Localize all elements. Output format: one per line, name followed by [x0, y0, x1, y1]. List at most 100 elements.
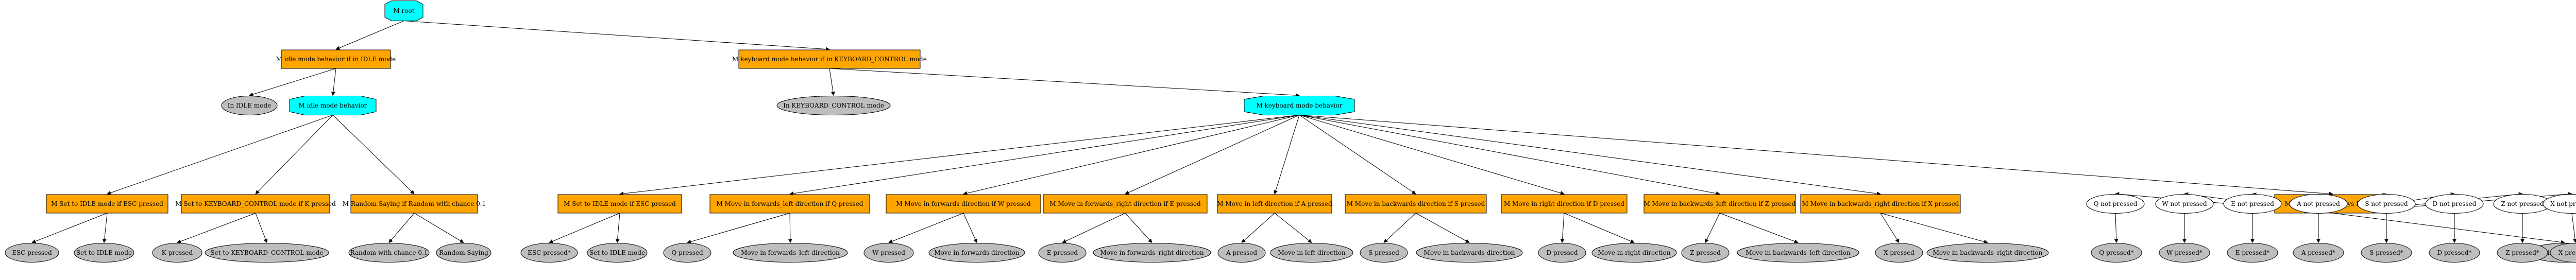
node-label: A pressed* [2301, 249, 2335, 256]
node-label: Move in backwards direction [1424, 249, 1515, 256]
node-shape [2289, 194, 2348, 214]
node-w-not: W not pressed [2155, 194, 2214, 214]
node-shape [436, 243, 492, 262]
node-shape [1093, 243, 1211, 262]
node-root: M root [384, 0, 423, 21]
edge-kb_x-to-mv_br [1880, 213, 1988, 244]
node-label: Set to IDLE mode [76, 249, 132, 256]
node-label: Random with chance 0.1 [350, 249, 428, 256]
node-shape [2293, 243, 2344, 262]
node-esc-star: ESC pressed* [520, 243, 578, 262]
node-label: E pressed [1047, 249, 1078, 256]
node-kb-s: M Move in backwards direction if S press… [1345, 194, 1487, 214]
node-label: X not pressed [2550, 200, 2576, 207]
node-shape [1038, 243, 1087, 262]
node-shape [1875, 243, 1923, 262]
node-label: Set to KEYBOARD_CONTROL mode [210, 249, 323, 256]
node-label: W pressed* [2166, 249, 2202, 256]
node-label: M Move in backwards_right direction if X… [1802, 200, 1959, 207]
edge-kb_s-to-mv_b [1415, 213, 1470, 243]
node-label: M idle mode behavior if in IDLE mode [276, 56, 396, 63]
node-a-not: A not pressed [2289, 194, 2348, 214]
node-shape [2361, 243, 2412, 262]
node-idle-seq: M idle mode behavior if in IDLE mode [276, 49, 396, 69]
edge-kb_e-to-e_pressed [1062, 213, 1126, 243]
node-label: Q pressed* [2099, 249, 2133, 256]
node-shape [520, 243, 578, 262]
node-mv-bl: Move in backwards_left direction [1737, 243, 1859, 262]
node-shape [1345, 194, 1487, 214]
node-label: X pressed [1884, 249, 1914, 256]
node-label: Q pressed [671, 249, 703, 256]
node-label: M root [393, 7, 414, 14]
node-label: M Move in backwards direction if S press… [1347, 200, 1485, 207]
node-shape [384, 0, 423, 21]
edge-kb_x-to-x_pressed [1880, 213, 1900, 243]
node-shape [205, 243, 329, 262]
node-label: Move in right direction [1598, 249, 1671, 256]
node-label: Z pressed [1690, 249, 1721, 256]
edge-idle_sel-to-idle_esc [107, 115, 333, 195]
node-mv-r: Move in right direction [1591, 243, 1677, 262]
edge-kb_sel-to-kb_esc [619, 115, 1300, 196]
node-label: Z pressed* [2505, 249, 2539, 256]
edge-kb_q-to-q_pressed [687, 213, 790, 244]
node-s-star: S pressed* [2361, 243, 2412, 262]
edge-kb_d-to-mv_r [1564, 213, 1635, 243]
edge-kb_sel-to-kb_x [1299, 115, 1881, 196]
edge-kb_s-to-s_pressed [1383, 213, 1416, 243]
node-label: M Move in forwards_left direction if Q p… [717, 200, 863, 207]
node-label: M Move in right direction if D pressed [1504, 200, 1624, 207]
node-shape [46, 194, 168, 214]
node-q-star: Q pressed* [2091, 243, 2142, 262]
node-label: M Move in backwards_left direction if Z … [1644, 200, 1796, 207]
node-shape [2425, 194, 2484, 214]
node-shape [1681, 243, 1730, 262]
node-x-pressed: X pressed [1875, 243, 1923, 262]
node-label: M keyboard mode behavior [1257, 102, 1343, 109]
node-kb-x: M Move in backwards_right direction if X… [1800, 194, 1961, 214]
node-shape [2223, 194, 2282, 214]
node-e-pressed: E pressed [1038, 243, 1087, 262]
edge-kb_seq-to-kb_sel [829, 68, 1300, 98]
node-label: D pressed [1546, 249, 1578, 256]
node-label: ESC pressed [12, 249, 52, 256]
edge-idle_rand-to-rand_saying [414, 213, 464, 243]
node-label: Z not pressed [2501, 200, 2544, 207]
node-s-not: S not pressed [2357, 194, 2416, 214]
node-k-pressed: K pressed [152, 243, 202, 262]
node-label: D pressed* [2437, 249, 2471, 256]
node-mv-b: Move in backwards direction [1416, 243, 1523, 262]
node-kb-a: M Move in left direction if A pressed [1217, 194, 1332, 214]
node-w-star: W pressed* [2159, 243, 2210, 262]
node-shape [663, 243, 711, 262]
edge-kb_seq-to-in_kb [829, 68, 835, 96]
node-shape [1217, 243, 1266, 262]
edge-kb_a-to-a_pressed [1241, 213, 1275, 243]
node-label: Move in backwards_left direction [1745, 249, 1850, 256]
node-kb-w: M Move in forwards direction if W presse… [886, 194, 1041, 214]
node-label: W not pressed [2162, 200, 2207, 207]
edge-kb_e-to-mv_fr [1125, 213, 1153, 243]
node-mv-fr: Move in forwards_right direction [1093, 243, 1211, 262]
node-set-idle-a: Set to IDLE mode [74, 243, 134, 262]
node-shape [5, 243, 59, 262]
node-shape [1270, 243, 1353, 262]
node-shape [738, 49, 921, 69]
node-idle-sel: M idle mode behavior [289, 96, 377, 115]
node-mv-br: Move in backwards_right direction [1926, 243, 2049, 262]
node-shape [1043, 194, 1208, 214]
node-kb-seq: M keyboard mode behavior if in KEYBOARD_… [732, 49, 927, 69]
node-mv-l: Move in left direction [1270, 243, 1353, 262]
node-kb-q: M Move in forwards_left direction if Q p… [709, 194, 870, 214]
edge-kb_sel-to-kb_q [789, 115, 1300, 196]
node-z-star: Z pressed* [2497, 243, 2548, 262]
node-esc-pressed: ESC pressed [5, 243, 59, 262]
node-shape [2155, 194, 2214, 214]
node-shape [1926, 243, 2049, 262]
edge-kb_w-to-mv_f [963, 213, 977, 243]
tree-nodes: M root M idle mode behavior if in IDLE mo… [5, 0, 2576, 262]
node-shape [2429, 243, 2480, 262]
node-q-not: Q not pressed [2086, 194, 2145, 214]
